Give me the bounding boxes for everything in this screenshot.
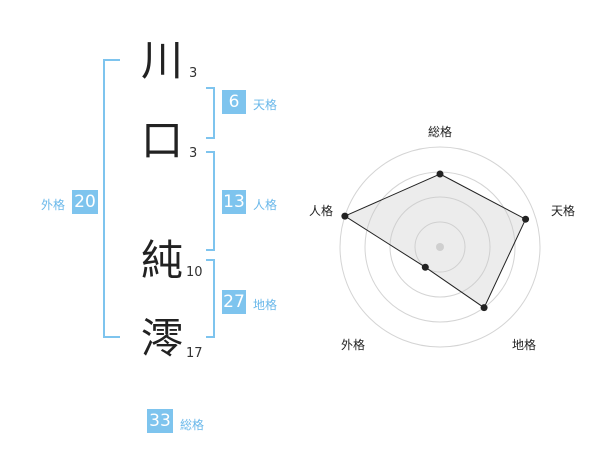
stroke-count-3: 10	[186, 265, 203, 280]
outer-bracket	[103, 59, 120, 338]
stroke-count-4: 17	[186, 346, 203, 361]
chikaku-label: 地格	[253, 298, 278, 312]
name-char-1: 川	[141, 36, 184, 85]
radar-axis-label-gaikaku: 外格	[341, 338, 366, 352]
name-char-2: 口	[141, 116, 184, 165]
gaikaku-value: 20	[72, 190, 98, 214]
radar-ring	[414, 221, 466, 273]
radar-point-1	[522, 215, 530, 223]
radar-point-2	[480, 304, 488, 312]
jinkaku-value: 13	[222, 190, 246, 214]
radar-polygon	[343, 173, 527, 309]
soukaku-label: 総格	[180, 418, 205, 432]
gaikaku-label: 外格	[41, 198, 66, 212]
radar-axis-label-soukaku: 総格	[428, 125, 453, 139]
jinkaku-bracket	[206, 151, 215, 251]
name-char-3: 純	[141, 236, 184, 285]
stroke-count-2: 3	[189, 146, 198, 161]
stroke-count-1: 3	[189, 66, 198, 81]
name-char-4: 澪	[141, 314, 184, 363]
radar-point-4	[341, 212, 349, 220]
radar-point-3	[421, 263, 429, 271]
chikaku-value: 27	[222, 290, 246, 314]
radar-axis-label-jinkaku: 人格	[309, 204, 334, 218]
radar-point-0	[436, 170, 444, 178]
tenkaku-value: 6	[222, 90, 246, 114]
radar-ring	[389, 196, 491, 298]
jinkaku-label: 人格	[253, 198, 278, 212]
chikaku-bracket	[206, 259, 215, 338]
tenkaku-bracket	[206, 87, 215, 139]
soukaku-value: 33	[147, 409, 173, 433]
radar-center-dot	[436, 243, 444, 251]
radar-axis-label-tenkaku: 天格	[551, 204, 576, 218]
radar-axis-label-chikaku: 地格	[512, 338, 537, 352]
tenkaku-label: 天格	[253, 98, 278, 112]
